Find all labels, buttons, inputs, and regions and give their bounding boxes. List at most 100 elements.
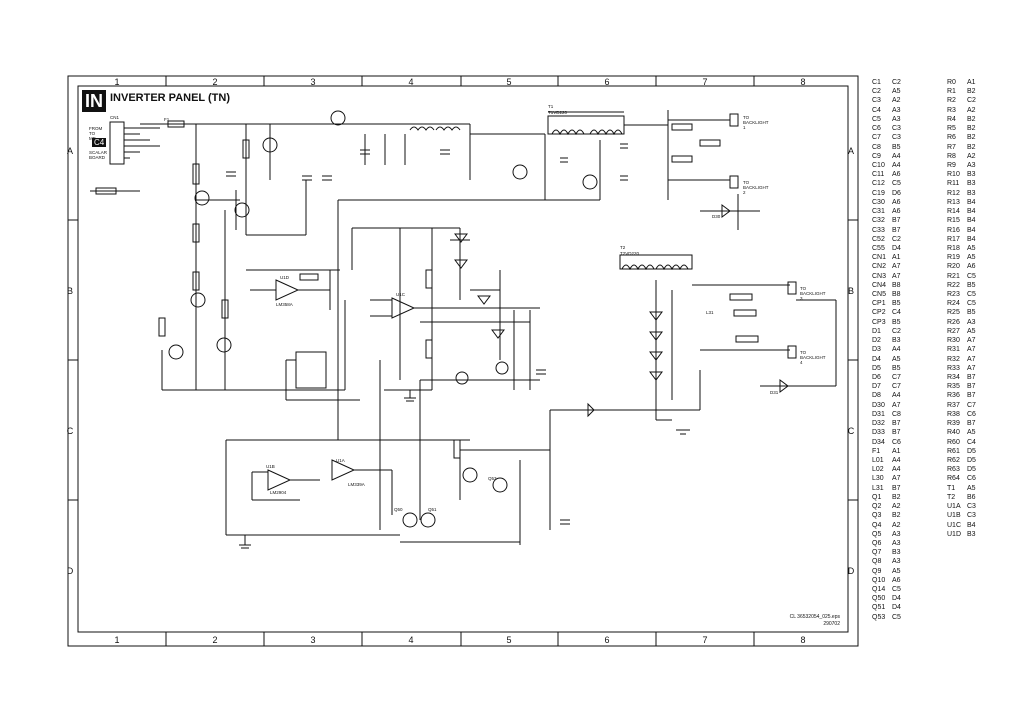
- reference-location: B4: [967, 208, 976, 216]
- column-number: 3: [310, 77, 316, 87]
- reference-designator: R63: [947, 466, 960, 474]
- reference-designator: L30: [872, 475, 884, 483]
- connector-cn1: [109, 121, 160, 165]
- component-label: TO BACKLIGHT 2: [743, 180, 769, 195]
- reference-designator: R26: [947, 318, 960, 326]
- component-label: Q53: [488, 476, 497, 481]
- reference-location: C2: [892, 79, 901, 86]
- component-label: C4: [92, 138, 107, 147]
- transistor-q9: [512, 164, 528, 180]
- reference-location: B2: [967, 134, 976, 142]
- reference-location: A5: [892, 567, 901, 575]
- reference-location: B7: [892, 226, 901, 234]
- reference-designator: C4: [872, 106, 881, 114]
- reference-location: A3: [892, 539, 901, 547]
- reference-designator: R25: [947, 309, 960, 317]
- column-number: 6: [604, 77, 610, 87]
- row-letter: C: [847, 426, 855, 436]
- reference-location: D5: [967, 447, 976, 455]
- reference-location: C5: [967, 272, 976, 280]
- column-number: 8: [800, 635, 806, 645]
- reference-designator: CN5: [872, 291, 887, 299]
- reference-location: B7: [892, 429, 901, 437]
- reference-designator: D4: [872, 355, 881, 363]
- reference-designator: R23: [947, 291, 960, 299]
- reference-location: D5: [967, 466, 976, 474]
- reference-designator: F1: [872, 447, 881, 455]
- component-label: TO BACKLIGHT 1: [743, 115, 769, 130]
- reference-location: D4: [892, 595, 901, 603]
- reference-location: A7: [967, 337, 976, 345]
- reference-designator: R2: [947, 97, 956, 105]
- reference-location: B7: [967, 383, 976, 391]
- reference-designator: C3: [872, 97, 881, 105]
- reference-location: C6: [967, 475, 976, 483]
- reference-designator: C10: [872, 161, 885, 169]
- reference-designator: R61: [947, 447, 960, 455]
- reference-designator: C52: [872, 235, 885, 243]
- reference-designator: T2: [947, 493, 956, 501]
- reference-location: A6: [892, 208, 901, 216]
- reference-location: A2: [967, 152, 976, 160]
- reference-designator: D31: [872, 410, 885, 418]
- reference-designator: Q8: [872, 558, 882, 566]
- component-label: TO BACKLIGHT 4: [800, 350, 826, 365]
- footer-date: 290702: [823, 621, 840, 627]
- reference-designator: C19: [872, 189, 885, 197]
- reference-location: B5: [892, 318, 901, 326]
- reference-location: A1: [967, 79, 976, 86]
- reference-designator: R27: [947, 327, 960, 335]
- reference-designator: U1D: [947, 530, 962, 538]
- reference-designator: Q5: [872, 530, 882, 538]
- component-label: U1B: [266, 464, 275, 469]
- reference-location: A2: [967, 106, 976, 114]
- reference-designator: R31: [947, 346, 960, 354]
- reference-designator: D1: [872, 327, 881, 335]
- reference-location: C5: [892, 613, 901, 621]
- reference-location: D4: [892, 604, 901, 612]
- column-number: 4: [408, 635, 414, 645]
- reference-designator: CN2: [872, 263, 887, 271]
- reference-location: B7: [967, 374, 976, 381]
- reference-designator: C12: [872, 180, 885, 188]
- reference-location: A4: [892, 346, 901, 354]
- component-label: F1: [164, 117, 170, 122]
- row-letter: B: [847, 286, 854, 296]
- reference-designator: D3: [872, 346, 881, 354]
- reference-designator: C6: [872, 125, 881, 133]
- reference-designator: R39: [947, 420, 960, 428]
- reference-designator: C9: [872, 152, 881, 160]
- reference-location: C5: [967, 291, 976, 299]
- component-label: U1A: [336, 458, 345, 463]
- reference-designator: Q2: [872, 503, 882, 511]
- reference-location: C3: [892, 125, 901, 133]
- column-number: 2: [212, 635, 218, 645]
